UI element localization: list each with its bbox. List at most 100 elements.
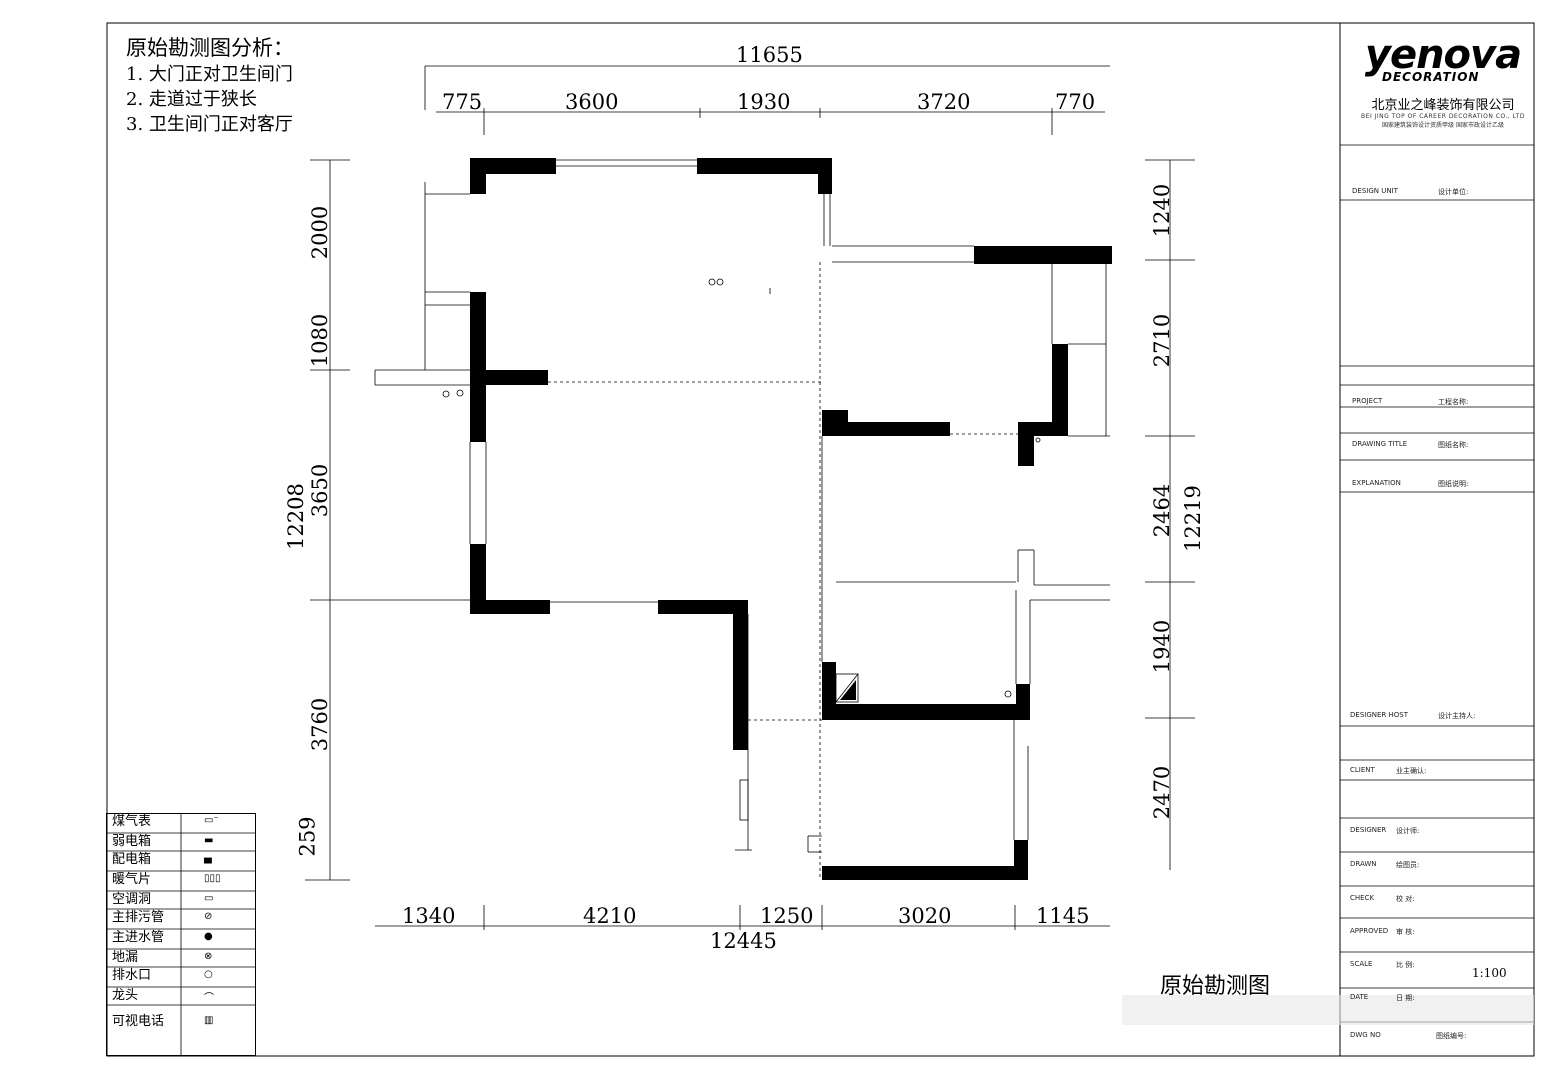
dim-left-total: 12208	[283, 483, 308, 550]
explanation-cn: 图纸说明:	[1438, 480, 1469, 488]
legend-grid	[106, 813, 256, 1056]
legend-label: 暖气片	[112, 872, 152, 887]
legend-item: 弱电箱 ▬	[106, 833, 256, 853]
video-phone-icon: ▥	[204, 1015, 214, 1026]
faucet-icon: ⌒	[204, 993, 214, 1004]
dim-bottom-total: 12445	[710, 929, 777, 953]
dim-right: 1940	[1150, 619, 1175, 674]
legend-item: 地漏 ⊗	[106, 949, 256, 969]
legend-label: 煤气表	[112, 814, 152, 829]
ac-hole-icon: ▭	[204, 893, 214, 904]
project-cn: 工程名称:	[1438, 398, 1469, 406]
gas-meter-icon: ▭⁻	[204, 815, 219, 826]
company-name-en: BEI JING TOP OF CAREER DECORATION CO., L…	[1361, 113, 1525, 120]
dim-right: 2710	[1150, 313, 1175, 368]
dim-left: 2000	[308, 205, 333, 260]
dim-top: 1930	[737, 90, 791, 114]
drawn-cn: 绘图员:	[1396, 861, 1420, 869]
design-unit-cn: 设计单位:	[1438, 188, 1469, 196]
note-item: 2. 走道过于狭长	[126, 89, 257, 110]
outlines	[350, 159, 1110, 853]
distribution-box-mark	[840, 680, 856, 700]
dimension-lines	[305, 65, 1195, 930]
drawing-title-cn: 图纸名称:	[1438, 441, 1469, 449]
legend-item: 主进水管 ●	[106, 929, 256, 949]
check-label: CHECK	[1350, 894, 1375, 902]
drawing-title-label: DRAWING TITLE	[1352, 440, 1408, 448]
designer-host-cn: 设计主持人:	[1438, 712, 1476, 720]
legend-label: 龙头	[112, 988, 139, 1003]
legend-item: 空调洞 ▭	[106, 891, 256, 911]
dim-bottom: 1340	[402, 904, 456, 928]
designer-cn: 设计师:	[1396, 827, 1420, 835]
dim-right: 2470	[1150, 765, 1175, 820]
legend-label: 主排污管	[112, 910, 165, 925]
client-cn: 业主确认:	[1396, 767, 1427, 775]
drain-outlet-icon: ○	[204, 969, 213, 980]
legend-item: 主排污管 ⊘	[106, 909, 256, 929]
note-item: 1. 大门正对卫生间门	[126, 64, 293, 85]
legend-label: 空调洞	[112, 892, 152, 907]
scale-label: SCALE	[1350, 960, 1373, 968]
explanation-label: EXPLANATION	[1352, 479, 1401, 487]
legend-label: 地漏	[112, 950, 139, 965]
dim-top: 3600	[565, 90, 619, 114]
legend-label: 主进水管	[112, 930, 165, 945]
drawing-no-cn: 图纸编号:	[1436, 1032, 1467, 1040]
dim-bottom: 4210	[583, 904, 637, 928]
dim-right: 1240	[1150, 183, 1175, 238]
project-label: PROJECT	[1352, 397, 1383, 405]
scale-value: 1:100	[1472, 966, 1507, 980]
legend-label: 弱电箱	[112, 834, 152, 849]
company-logo: yenova	[1364, 32, 1522, 78]
weak-current-box-icon: ▬	[204, 835, 214, 846]
drawn-label: DRAWN	[1350, 860, 1377, 868]
legend-item: 排水口 ○	[106, 967, 256, 987]
drawing-no-label: DWG NO	[1350, 1031, 1381, 1039]
dim-bottom: 1145	[1036, 904, 1090, 928]
distribution-box-icon: ▄	[204, 853, 212, 864]
designer-label: DESIGNER	[1350, 826, 1387, 834]
date-label: DATE	[1350, 993, 1369, 1001]
legend-label: 排水口	[112, 968, 152, 983]
dim-left: 3650	[308, 463, 333, 518]
dim-top: 770	[1055, 90, 1096, 114]
dim-right: 2464	[1150, 483, 1175, 538]
note-item: 3. 卫生间门正对客厅	[126, 114, 293, 135]
dim-top-total: 11655	[736, 43, 803, 67]
company-brand: yenova DECORATION 北京业之峰装饰有限公司 BEI JING T…	[1352, 32, 1534, 129]
radiator-icon: ▯▯▯	[204, 873, 221, 884]
approved-cn: 审 核:	[1396, 928, 1415, 936]
company-name: 北京业之峰装饰有限公司	[1371, 98, 1515, 113]
water-inlet-icon: ●	[204, 931, 213, 942]
check-cn: 校 对:	[1396, 895, 1415, 903]
dim-left: 1080	[308, 313, 333, 368]
dim-top: 3720	[917, 90, 971, 114]
dim-right-total: 12219	[1180, 485, 1205, 552]
legend-item: 煤气表 ▭⁻	[106, 813, 256, 833]
legend-item: 暖气片 ▯▯▯	[106, 871, 256, 891]
legend-item: 可视电话 ▥	[106, 1013, 256, 1033]
legend-item: 龙头 ⌒	[106, 987, 256, 1007]
sewage-pipe-icon: ⊘	[204, 911, 213, 922]
designer-host-label: DESIGNER HOST	[1350, 711, 1408, 719]
analysis-notes: 原始勘测图分析： 1. 大门正对卫生间门 2. 走道过于狭长 3. 卫生间门正对…	[126, 34, 294, 137]
title-block-lines	[1340, 144, 1534, 1023]
date-cn: 日 期:	[1396, 994, 1415, 1002]
company-logo-sub: DECORATION	[1382, 70, 1480, 84]
dim-left: 259	[295, 816, 320, 857]
scale-cn: 比 例:	[1396, 961, 1415, 969]
legend-item: 配电箱▄	[106, 851, 256, 871]
drawing-title: 原始勘测图	[1160, 974, 1271, 999]
approved-label: APPROVED	[1350, 927, 1389, 935]
walls	[470, 158, 1112, 880]
drawing-border	[106, 22, 1535, 1057]
fixtures	[442, 278, 1041, 703]
dim-top: 775	[442, 90, 483, 114]
legend-label: 可视电话	[112, 1014, 165, 1029]
floor-drain-icon: ⊗	[204, 951, 213, 962]
company-qualification: 国家建筑装饰设计资质甲级 国家市政设计乙级	[1382, 122, 1504, 129]
dashed-boundaries	[548, 262, 1018, 880]
dim-left: 3760	[308, 697, 333, 752]
